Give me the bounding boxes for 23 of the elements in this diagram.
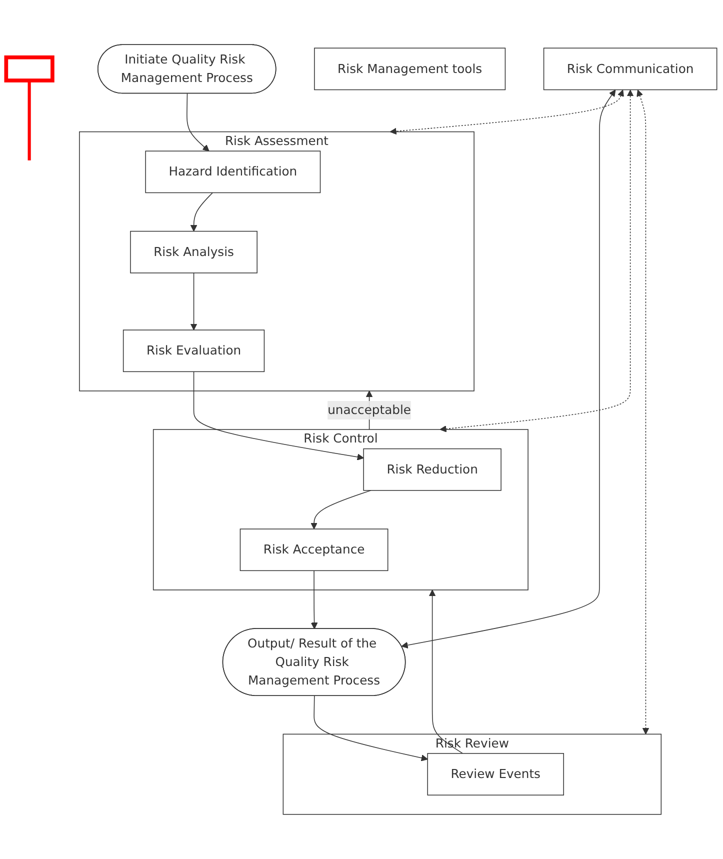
- arrow: [310, 490, 372, 530]
- arrow: [186, 93, 210, 152]
- arrow: [314, 696, 428, 762]
- arrow: [190, 192, 213, 232]
- node-box: Risk Reduction: [363, 448, 502, 491]
- node-box: Risk Management tools: [314, 48, 506, 90]
- node-box: Hazard Identification: [145, 150, 321, 194]
- arrow: [193, 371, 364, 460]
- node-box: Risk Acceptance: [240, 528, 388, 572]
- arrow: [190, 272, 198, 330]
- node-box: Risk Evaluation: [122, 330, 265, 372]
- node-box: Review Events: [427, 753, 564, 796]
- node-box: Risk Communication: [543, 48, 718, 90]
- arrow: [390, 90, 624, 135]
- arrow: [401, 90, 616, 648]
- connector: [28, 80, 31, 160]
- edge-label: unacceptable: [328, 402, 412, 418]
- arrow: [636, 90, 650, 734]
- node-box: Risk Analysis: [130, 230, 258, 274]
- node-box: [4, 55, 54, 82]
- arrow: [440, 90, 634, 432]
- arrow: [310, 570, 318, 630]
- arrow: [428, 590, 464, 754]
